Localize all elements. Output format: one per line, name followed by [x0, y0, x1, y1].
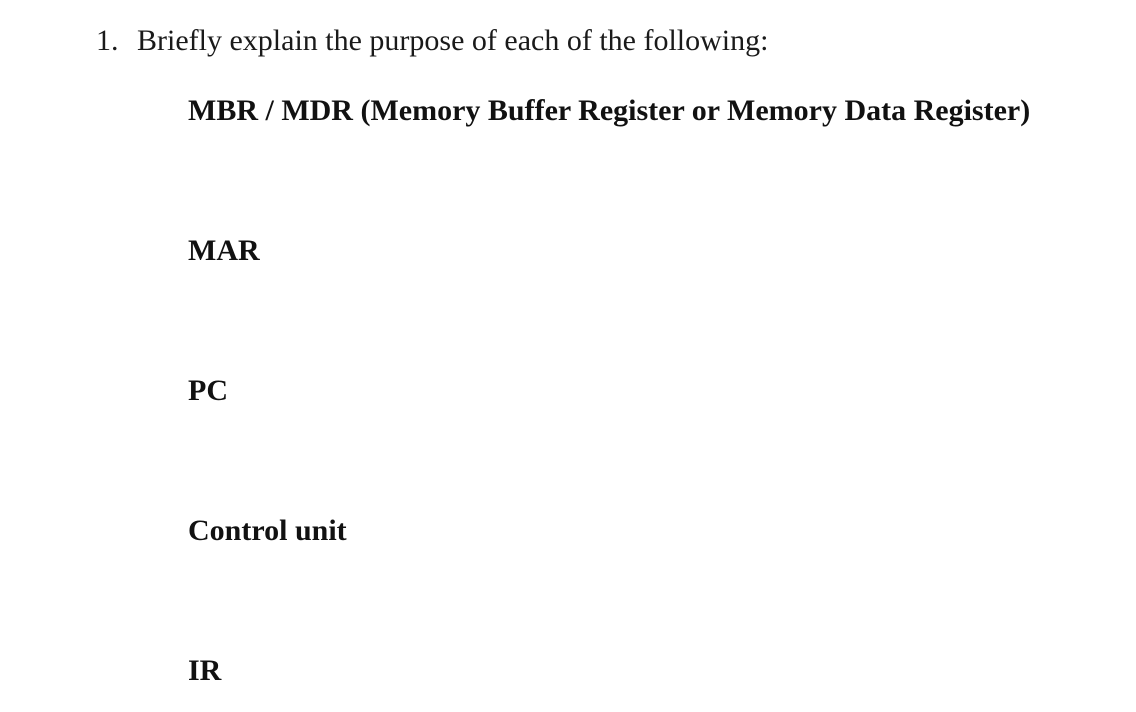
- answer-space-pc: [188, 412, 1048, 512]
- answer-space-mbr-mdr: [188, 132, 1048, 232]
- sub-heading-ir: IR: [188, 654, 222, 687]
- question-text: Briefly explain the purpose of each of t…: [137, 24, 769, 57]
- sub-heading-mar: MAR: [188, 234, 260, 267]
- question-list-item: 1. Briefly explain the purpose of each o…: [96, 22, 768, 60]
- sub-heading-control-unit: Control unit: [188, 514, 347, 547]
- question-number: 1.: [96, 24, 119, 57]
- sub-heading-pc: PC: [188, 374, 228, 407]
- answer-space-control-unit: [188, 552, 1048, 652]
- sub-heading-mbr-mdr: MBR / MDR (Memory Buffer Register or Mem…: [188, 94, 1031, 127]
- answer-space-mar: [188, 272, 1048, 372]
